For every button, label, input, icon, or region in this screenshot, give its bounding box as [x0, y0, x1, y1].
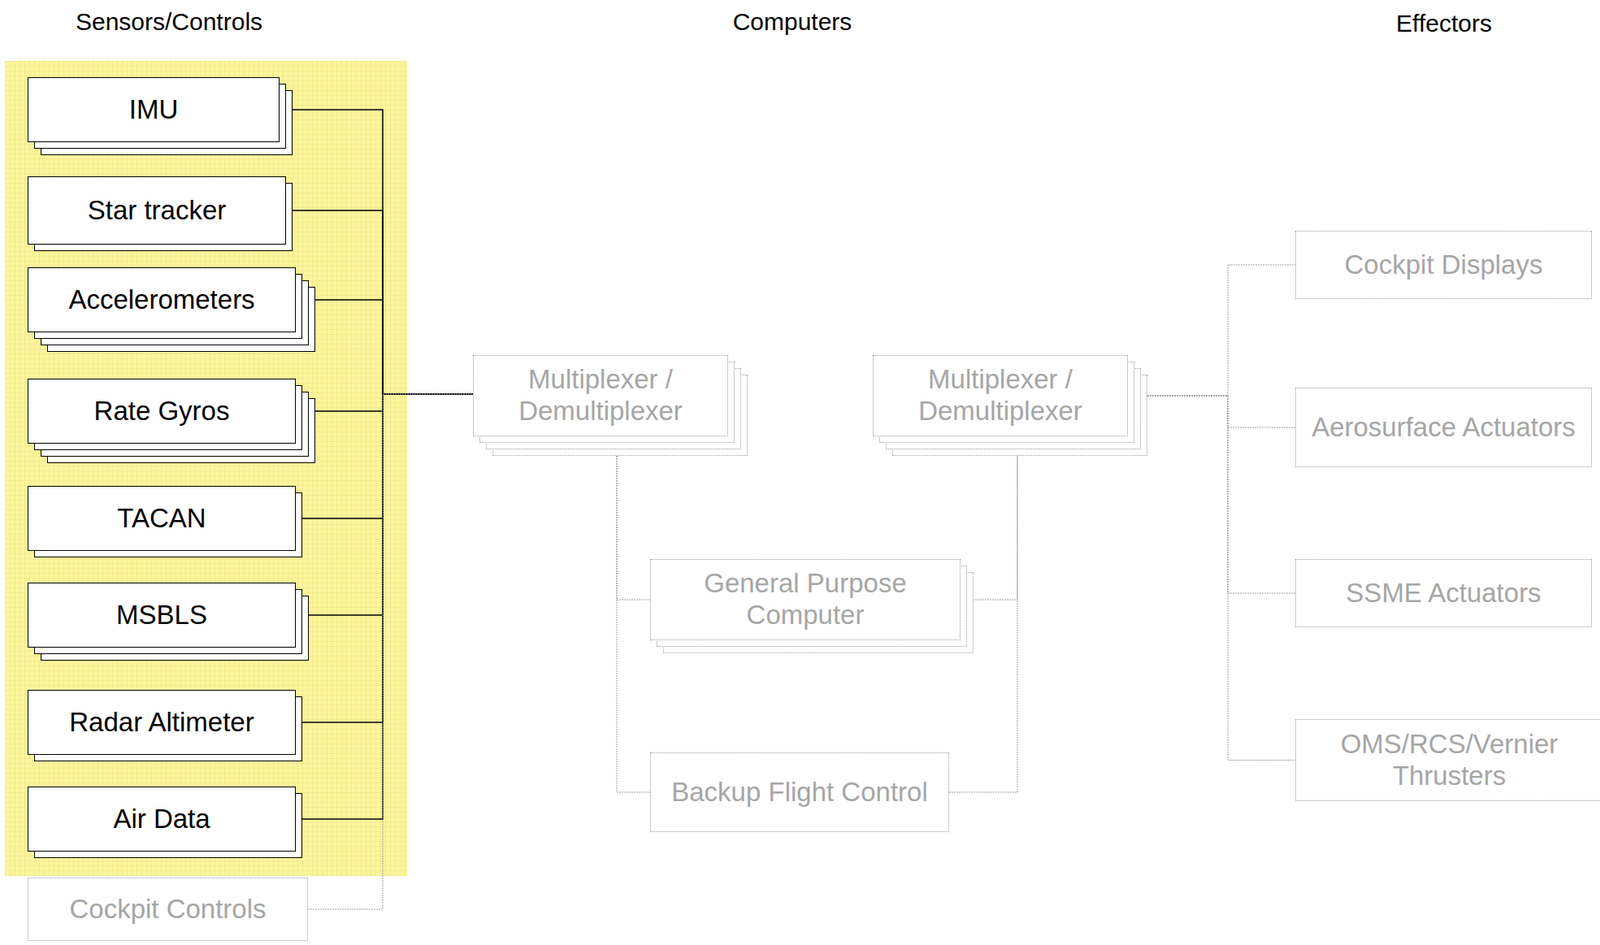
sensor-box: Rate Gyros: [27, 378, 296, 444]
sensor-box: Accelerometers: [27, 267, 296, 333]
sensor-box: TACAN: [27, 485, 296, 551]
box-label: Backup Flight Control: [663, 776, 936, 809]
box-label: Air Data: [104, 803, 218, 836]
box-label: Cockpit Displays: [1336, 249, 1552, 282]
bus-connector: [295, 394, 473, 412]
box-label: SSME Actuators: [1337, 577, 1549, 610]
box-label: MSBLS: [108, 599, 216, 632]
bus-connector: [1127, 395, 1296, 761]
greyed-box: Cockpit Displays: [1295, 230, 1592, 300]
sensor-box: IMU: [27, 77, 280, 143]
box-label: Star tracker: [79, 195, 235, 227]
bus-connector: [307, 394, 473, 910]
column-heading: Sensors/Controls: [75, 8, 263, 36]
bus-connector: [295, 394, 473, 616]
bus-connector: [295, 394, 473, 519]
bus-connector: [616, 436, 651, 600]
sensor-box: Radar Altimeter: [27, 689, 296, 755]
greyed-box: SSME Actuators: [1295, 559, 1592, 628]
bus-connector: [295, 394, 473, 820]
bus-connector: [1127, 395, 1296, 594]
box-label: Radar Altimeter: [60, 706, 262, 739]
box-label: Aerosurface Actuators: [1303, 411, 1584, 444]
box-label: Accelerometers: [60, 284, 263, 317]
box-label: IMU: [121, 94, 187, 126]
greyed-box: Cockpit Controls: [27, 877, 308, 941]
sensor-box: MSBLS: [27, 582, 296, 648]
greyed-box: Aerosurface Actuators: [1295, 387, 1592, 468]
box-label: Rate Gyros: [86, 395, 239, 428]
sensor-box: Star tracker: [27, 176, 287, 245]
box-label: General Purpose Computer: [650, 568, 960, 632]
box-label: OMS/RCS/Vernier Thrusters: [1296, 728, 1600, 793]
greyed-box: General Purpose Computer: [650, 559, 961, 641]
box-label: Cockpit Controls: [60, 893, 274, 926]
greyed-box: OMS/RCS/Vernier Thrusters: [1295, 719, 1600, 802]
bus-connector: [295, 394, 473, 723]
box-label: Multiplexer / Demultiplexer: [473, 364, 728, 428]
column-heading: Effectors: [1396, 9, 1492, 38]
column-heading: Computers: [732, 8, 853, 36]
greyed-box: Backup Flight Control: [650, 752, 950, 833]
sensor-box: Air Data: [27, 786, 296, 852]
box-label: TACAN: [108, 502, 214, 535]
greyed-box: Multiplexer / Demultiplexer: [872, 355, 1128, 437]
bus-connector: [616, 436, 651, 793]
box-label: Multiplexer / Demultiplexer: [873, 364, 1128, 428]
bus-connector: [1127, 264, 1296, 396]
bus-connector: [295, 299, 473, 395]
bus-connector: [1127, 395, 1296, 428]
greyed-box: Multiplexer / Demultiplexer: [472, 355, 729, 437]
